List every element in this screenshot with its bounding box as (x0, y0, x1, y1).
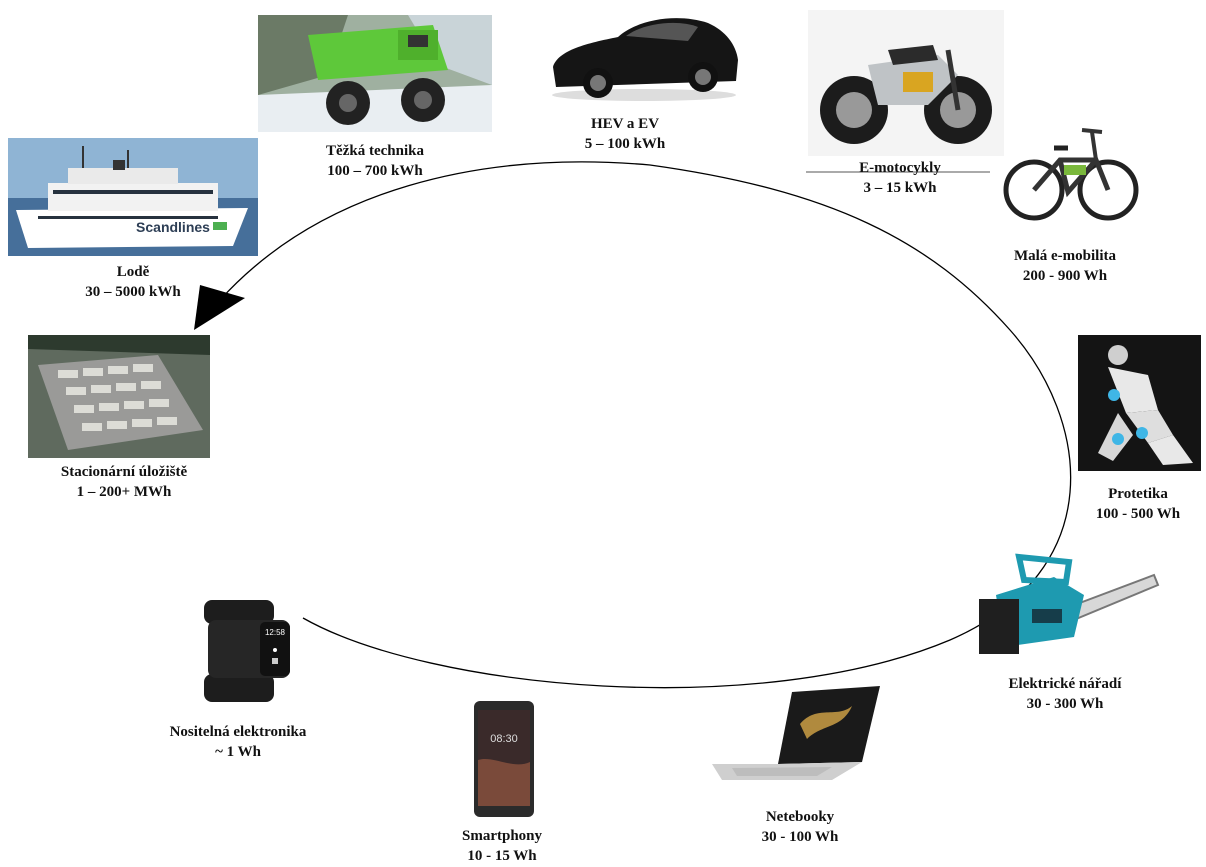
laptop-image (712, 684, 884, 784)
item-value: ~ 1 Wh (215, 744, 261, 760)
dump-truck-icon (258, 15, 492, 132)
item-value: 5 – 100 kWh (584, 136, 666, 152)
item-power-tools-label: Elektrické nářadí 30 - 300 Wh (980, 674, 1150, 714)
item-wearables-label: Nositelná elektronika ~ 1 Wh (140, 722, 336, 762)
item-smartphones-label: Smartphony 10 - 15 Wh (440, 826, 564, 866)
item-value: 200 - 900 Wh (1022, 268, 1108, 284)
cycle-arrowhead (194, 285, 245, 330)
dump-truck-image (258, 15, 492, 132)
laptop-icon (712, 686, 880, 780)
watch-clock: 12:58 (265, 628, 286, 637)
item-name: Protetika (1108, 486, 1168, 502)
item-name: Stacionární úložiště (60, 464, 188, 480)
item-value: 100 – 700 kWh (327, 163, 423, 179)
item-name: Elektrické nářadí (1008, 676, 1122, 692)
item-name: Nositelná elektronika (169, 724, 307, 740)
smartwatch-image: 12:58 (198, 592, 295, 710)
exoskeleton-icon (1078, 335, 1201, 471)
item-name: Malá e-mobilita (1013, 248, 1117, 264)
car-icon (552, 18, 738, 101)
item-value: 30 - 300 Wh (1026, 696, 1104, 712)
item-value: 3 – 15 kWh (863, 180, 937, 196)
phone-clock: 08:30 (490, 733, 518, 745)
item-name: Smartphony (461, 828, 543, 844)
item-name: Netebooky (765, 809, 835, 825)
item-value: 1 – 200+ MWh (76, 484, 172, 500)
bicycle-image (1002, 110, 1140, 238)
smartwatch-icon: 12:58 (204, 600, 290, 702)
item-value: 10 - 15 Wh (467, 848, 537, 864)
ship-brand: Scandlines (136, 219, 210, 235)
item-motorcycles-label: E-motocykly 3 – 15 kWh (830, 158, 970, 198)
item-value: 100 - 500 Wh (1095, 506, 1181, 522)
chainsaw-image (974, 547, 1160, 662)
chainsaw-icon (979, 553, 1160, 654)
smartphone-icon: 08:30 (474, 701, 534, 817)
exoskeleton-image (1078, 335, 1201, 471)
item-notebooks-label: Netebooky 30 - 100 Wh (738, 807, 862, 847)
item-value: 30 – 5000 kWh (85, 284, 181, 300)
battery-storage-image (28, 335, 210, 458)
motorcycle-image (808, 10, 1004, 156)
battery-storage-icon (28, 335, 210, 458)
item-stationary-storage-label: Stacionární úložiště 1 – 200+ MWh (28, 462, 220, 502)
cycle-ellipse (219, 161, 1072, 689)
item-name: Lodě (116, 264, 150, 280)
item-prosthetics-label: Protetika 100 - 500 Wh (1070, 484, 1206, 524)
item-heavy-machinery-label: Těžká technika 100 – 700 kWh (290, 141, 460, 181)
ship-icon: Scandlines (8, 138, 258, 256)
ship-image: Scandlines (8, 138, 258, 256)
item-name: E-motocykly (859, 160, 941, 176)
item-name: Těžká technika (326, 143, 424, 159)
car-image (548, 5, 741, 105)
item-name: HEV a EV (590, 116, 660, 132)
item-ships-label: Lodě 30 – 5000 kWh (58, 262, 208, 302)
bicycle-icon (1003, 128, 1139, 221)
motorcycle-icon (808, 10, 1004, 156)
item-value: 30 - 100 Wh (761, 829, 839, 845)
smartphone-image: 08:30 (473, 700, 535, 818)
item-micromobility-label: Malá e-mobilita 200 - 900 Wh (990, 246, 1140, 286)
item-ev-label: HEV a EV 5 – 100 kWh (555, 114, 695, 154)
